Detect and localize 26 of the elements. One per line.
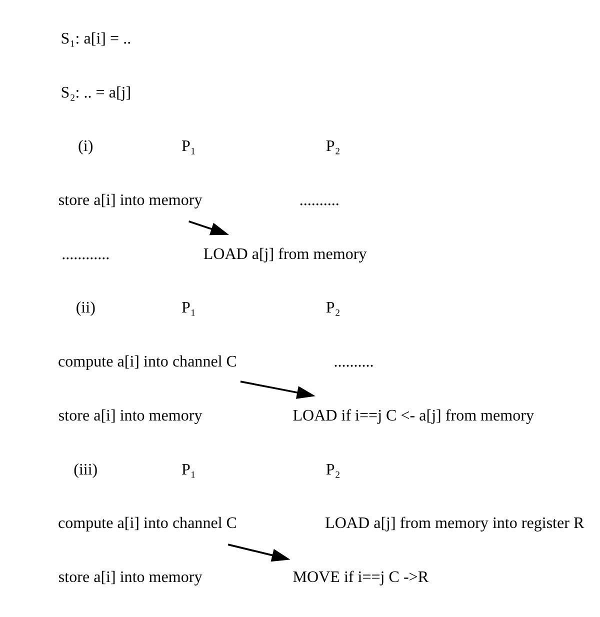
label: P₂ (326, 138, 340, 156)
label: P₂ (326, 300, 340, 317)
label: P₂ (326, 461, 340, 478)
arrow (228, 544, 290, 562)
label: .......... (334, 354, 374, 371)
arrow (188, 220, 230, 236)
label: (i) (78, 138, 94, 156)
label: (iii) (74, 461, 98, 478)
node-text: compute a[i] into channel C (58, 515, 237, 532)
node-text: LOAD if i==j C <- a[j] from memory (292, 407, 534, 424)
label: P₁ (182, 300, 196, 317)
label: ............ (62, 246, 110, 263)
label: (ii) (76, 300, 96, 317)
label: .......... (299, 192, 340, 210)
label: store a[i] into memory (58, 407, 202, 424)
label: P₁ (182, 138, 196, 156)
arrow (240, 380, 316, 399)
label: S₁: a[i] = .. (60, 30, 132, 48)
node-text: compute a[i] into channel C (58, 354, 237, 371)
label: S₂: .. = a[j] (60, 84, 132, 102)
label: LOAD a[j] from memory into register R (325, 515, 584, 532)
node-text: store a[i] into memory (58, 192, 202, 210)
label: store a[i] into memory (58, 569, 202, 586)
label: P₁ (182, 461, 196, 478)
node-text: MOVE if i==j C ->R (292, 569, 429, 586)
node-text: LOAD a[j] from memory (203, 246, 367, 263)
